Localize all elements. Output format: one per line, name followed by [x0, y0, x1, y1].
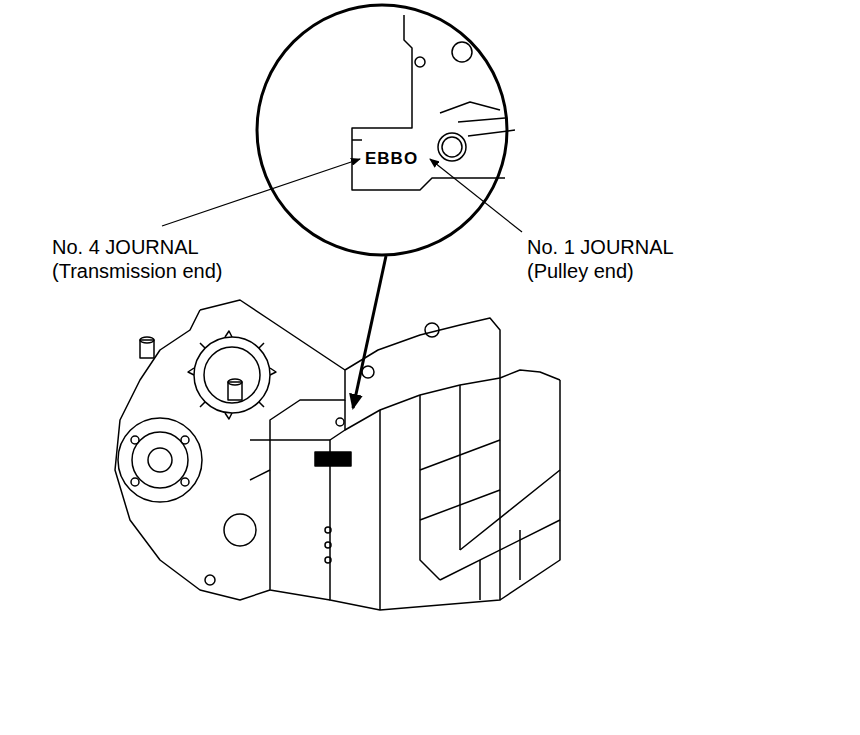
part-label: No. 4 JOURNAL (Transmission end) [52, 235, 277, 283]
leader-lines [162, 159, 522, 232]
journal-code: EBBO [364, 150, 419, 168]
zoom-arrow [353, 256, 386, 408]
magnified-view [257, 5, 515, 255]
engine-block [115, 300, 560, 610]
part-label: No. 1 JOURNAL (Pulley end) [527, 235, 722, 283]
